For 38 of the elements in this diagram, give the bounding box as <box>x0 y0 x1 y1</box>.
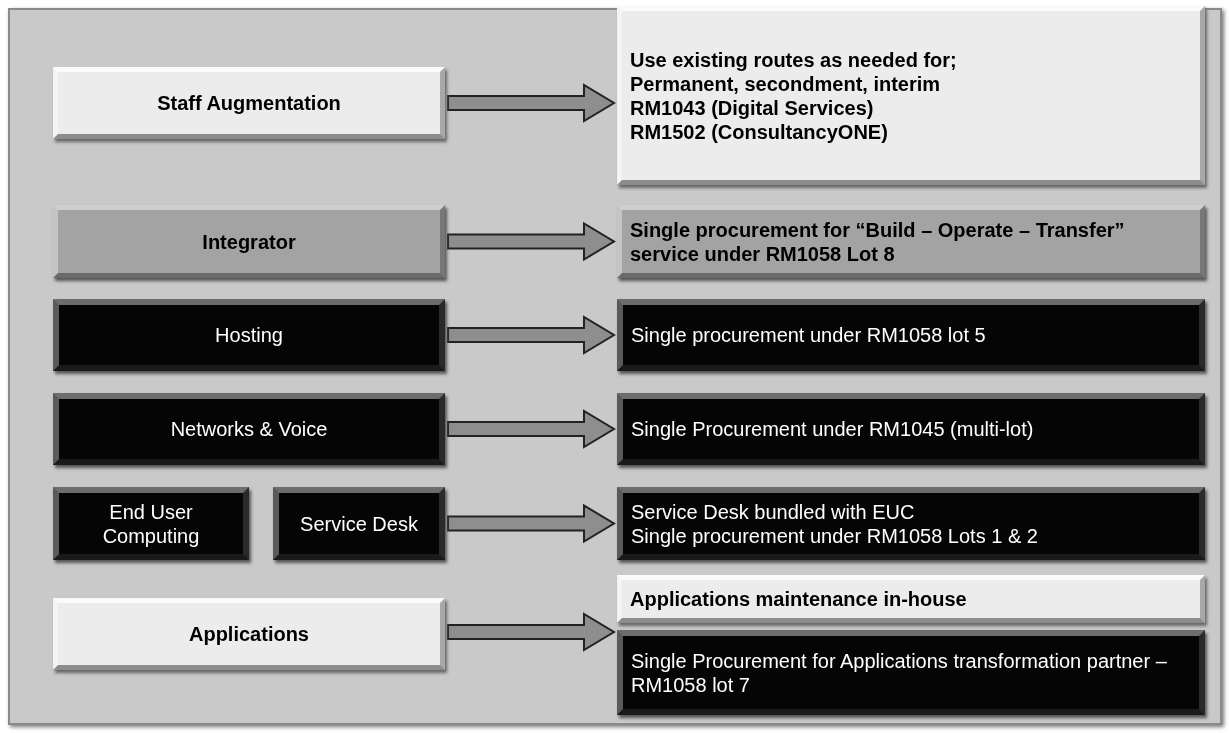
box-text: Service Desk bundled with EUC <box>631 499 915 524</box>
box-text: Use existing routes as needed for; <box>630 47 957 72</box>
box-text: Single Procurement under RM1045 (multi-lot) <box>631 417 1034 441</box>
service-box <box>53 205 445 278</box>
box-text: Service Desk <box>300 511 418 536</box>
box-text: RM1043 (Digital Services) <box>630 95 874 120</box>
box-text: Single Procurement for Applications transformation partner – RM1058 lot 7 <box>631 648 1168 697</box>
procurement-box <box>617 575 1205 623</box>
block-arrow <box>447 612 616 652</box>
service-box <box>273 487 445 560</box>
block-arrow <box>447 221 616 262</box>
box-text: RM1502 (ConsultancyONE) <box>630 119 888 144</box>
box-text: Permanent, secondment, interim <box>630 71 941 96</box>
box-text: Applications maintenance in-house <box>630 587 967 611</box>
service-box <box>53 299 445 371</box>
box-text: Hosting <box>215 323 283 347</box>
procurement-box <box>617 205 1205 278</box>
box-text: Single procurement under RM1058 lot 5 <box>631 323 986 347</box>
box-text: Applications <box>189 622 309 646</box>
service-box <box>53 598 445 670</box>
box-text: End User Computing <box>101 499 201 548</box>
procurement-box <box>617 299 1205 371</box>
box-text: Networks & Voice <box>170 417 328 441</box>
block-arrow <box>447 409 616 449</box>
procurement-box <box>617 6 1205 185</box>
procurement-box <box>617 393 1205 465</box>
block-arrow <box>447 83 616 123</box>
procurement-box <box>617 487 1205 560</box>
service-box <box>53 393 445 465</box>
service-box <box>53 487 249 560</box>
box-text: Single procurement for “Build – Operate – Transfer” service under RM1058 Lot 8 <box>630 217 1126 266</box>
box-text: Single procurement under RM1058 Lots 1 & 2 <box>631 523 1038 548</box>
block-arrow <box>447 503 616 544</box>
box-text: Integrator <box>202 229 296 254</box>
box-text: Staff Augmentation <box>157 91 341 115</box>
procurement-box <box>617 630 1205 715</box>
service-box <box>53 67 445 139</box>
block-arrow <box>447 315 616 355</box>
